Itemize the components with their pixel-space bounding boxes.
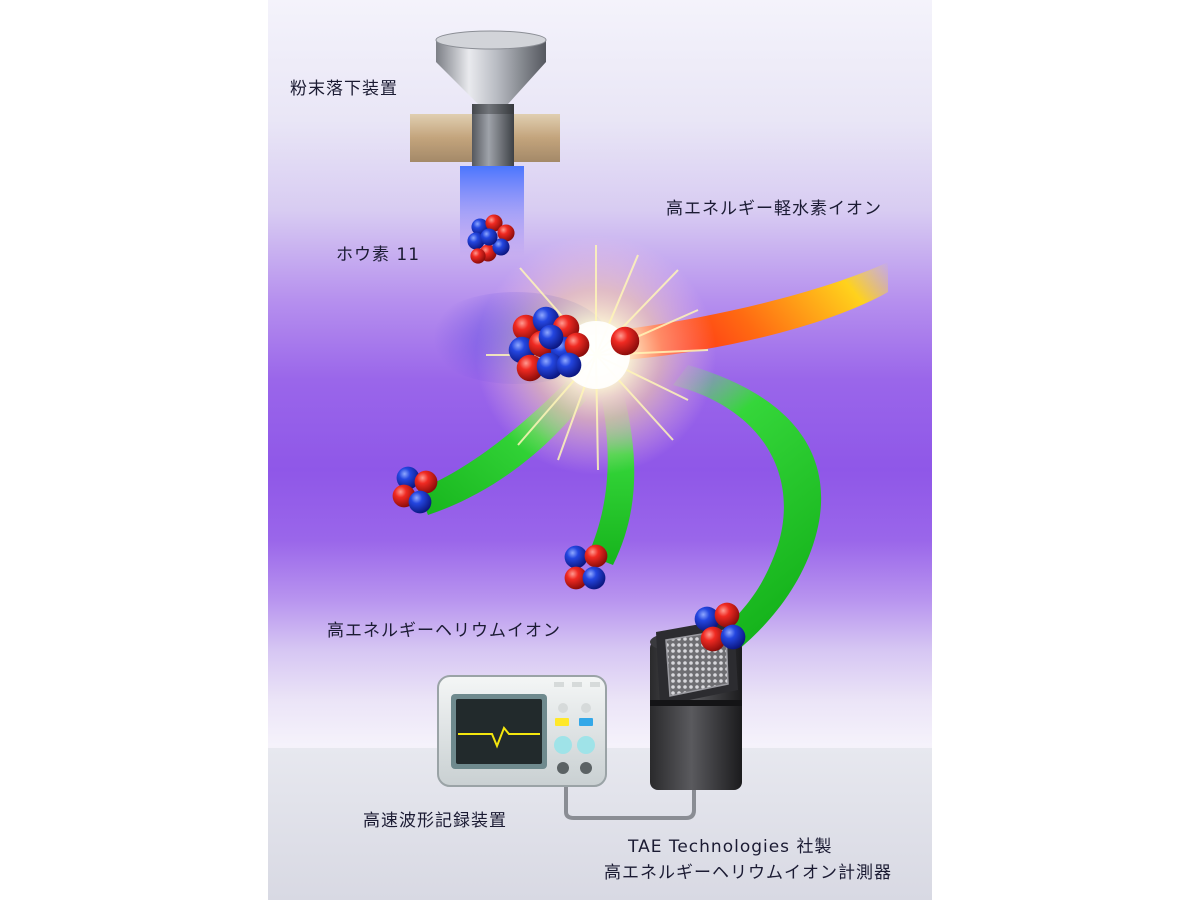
detector-label-line1: TAE Technologies 社製	[628, 837, 833, 857]
boron11-label: ホウ素 11	[336, 245, 421, 265]
fusion-diagram	[392, 30, 888, 820]
proton-ion	[610, 326, 640, 356]
powder-dropper	[410, 30, 560, 166]
detector-label-line2: 高エネルギーヘリウムイオン計測器	[604, 863, 892, 883]
waveform-trace	[458, 726, 540, 749]
illustration-panel	[268, 0, 932, 900]
helium-trail-right	[673, 365, 822, 650]
powder-dropper-label: 粉末落下装置	[290, 79, 398, 99]
waveform-recorder-label: 高速波形記録装置	[363, 811, 507, 831]
helium-ion-label: 高エネルギーヘリウムイオン	[327, 621, 561, 641]
waveform-recorder	[437, 675, 607, 787]
helium-nucleus-middle	[564, 544, 608, 590]
proton-ion-label: 高エネルギー軽水素イオン	[666, 199, 882, 219]
signal-cable	[564, 770, 696, 820]
